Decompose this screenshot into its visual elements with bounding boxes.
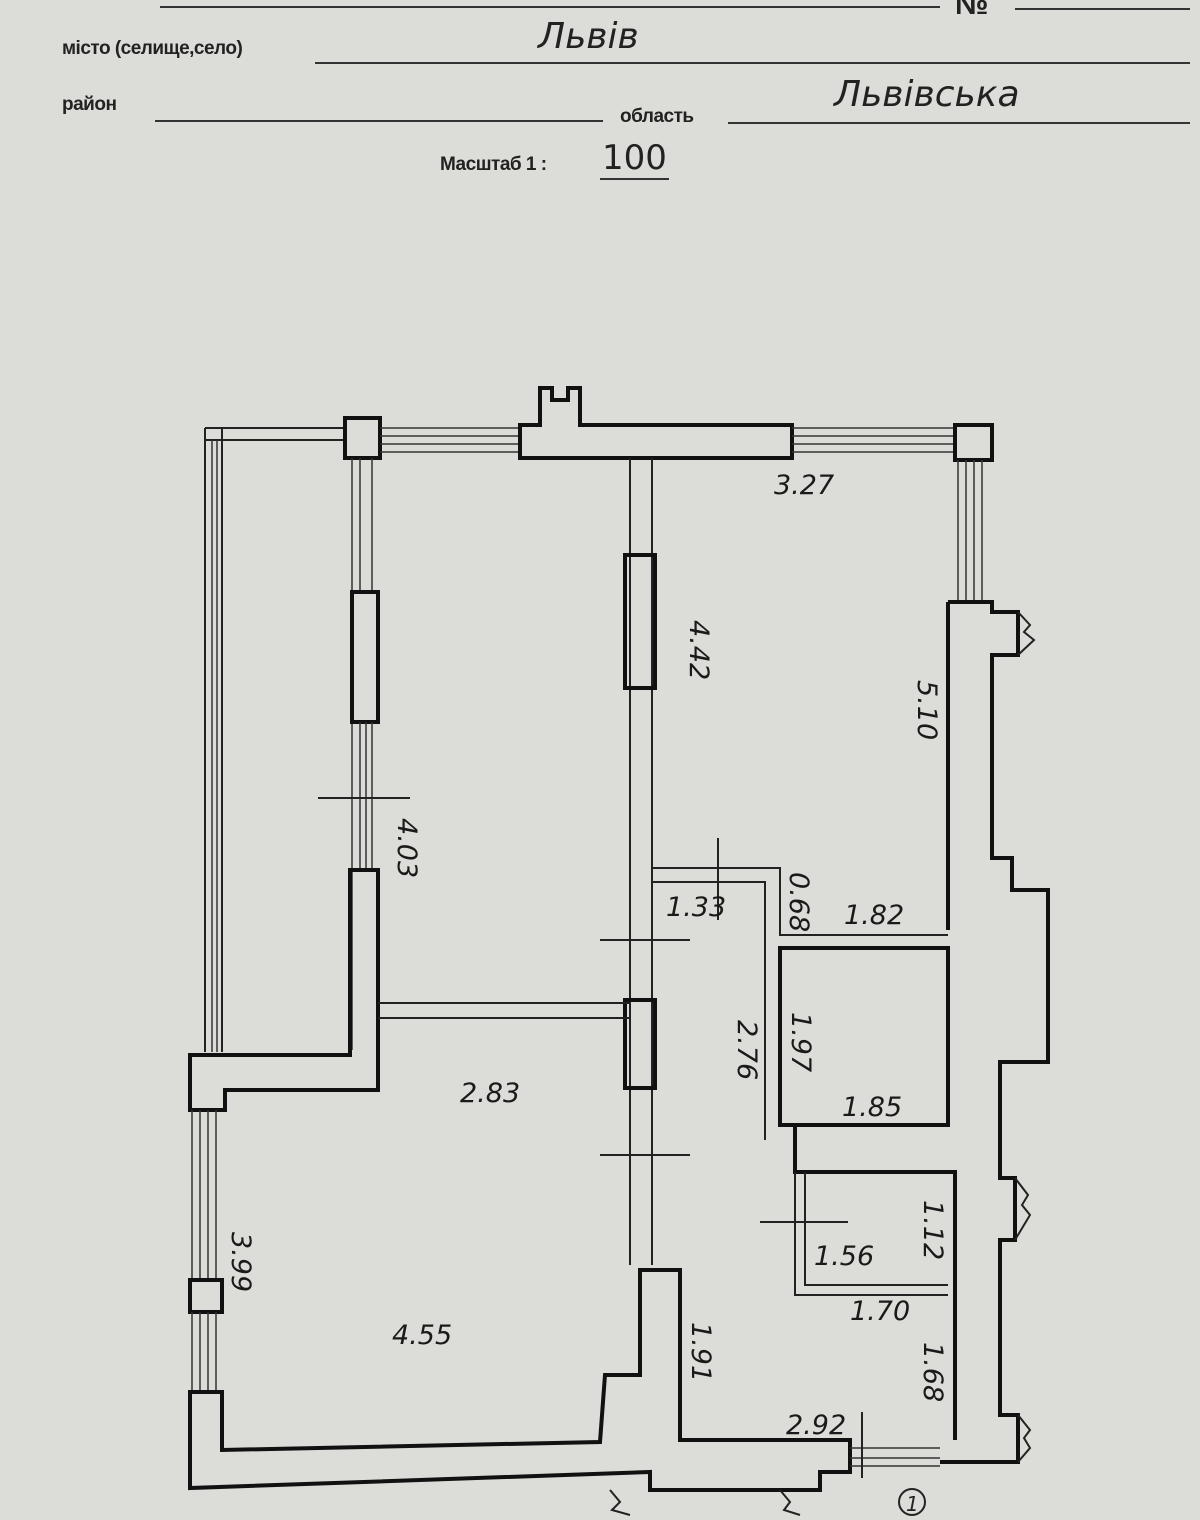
dim-5-10: 5.10 (911, 680, 942, 740)
left-wall (188, 458, 410, 1112)
dim-2-76: 2.76 (731, 1020, 762, 1080)
dim-1-12: 1.12 (917, 1200, 948, 1260)
dim-1-82: 1.82 (844, 900, 904, 931)
district-label: район (62, 94, 117, 115)
bottom-wall (188, 1268, 940, 1516)
dim-3-27: 3.27 (774, 470, 834, 501)
scale-label: Масштаб 1 : (440, 154, 547, 175)
dim-2-92: 2.92 (786, 1410, 846, 1441)
city-label: місто (селище,село) (62, 38, 243, 59)
lower-left-wall (188, 1110, 224, 1392)
dim-4-55: 4.55 (392, 1320, 452, 1351)
axis-marker: 1 (898, 1488, 926, 1516)
scale-value: 100 (600, 138, 669, 180)
region-label: область (620, 106, 694, 127)
dim-1-56: 1.56 (814, 1241, 874, 1272)
dim-1-97: 1.97 (785, 1012, 816, 1072)
dim-0-68: 0.68 (783, 872, 814, 932)
dim-1-85: 1.85 (842, 1092, 902, 1123)
dim-3-99: 3.99 (225, 1232, 256, 1292)
balcony (204, 427, 345, 1052)
district-line (155, 120, 603, 122)
right-wall (940, 460, 1050, 1464)
region-value: Львівська (834, 74, 1020, 115)
top-form-line (160, 6, 940, 8)
region-line (728, 122, 1190, 124)
dim-2-83: 2.83 (460, 1078, 520, 1109)
dim-1-68: 1.68 (917, 1342, 948, 1402)
number-line (1015, 8, 1190, 10)
dim-1-91: 1.91 (685, 1322, 716, 1382)
top-wall (343, 386, 994, 462)
city-value: Львів (538, 16, 639, 57)
interior-partitions (378, 458, 957, 1478)
dim-1-33: 1.33 (666, 892, 726, 923)
dim-4-03: 4.03 (391, 818, 422, 878)
dim-1-70: 1.70 (850, 1296, 910, 1327)
city-line (315, 62, 1190, 64)
axis-marker-label: 1 (906, 1492, 919, 1516)
dimension-labels: 3.27 4.42 5.10 4.03 1.33 0.68 1.82 2.76 … (225, 470, 948, 1441)
number-label: № (955, 0, 988, 21)
dim-4-42: 4.42 (683, 620, 714, 680)
